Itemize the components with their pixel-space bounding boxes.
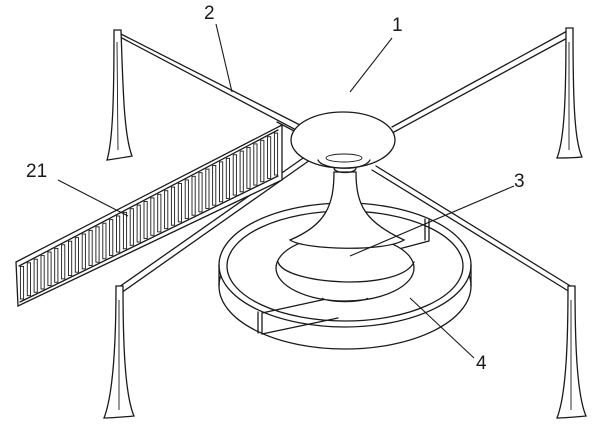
grille-slat xyxy=(40,255,45,290)
grille-slat xyxy=(184,179,189,219)
grille-slat xyxy=(136,204,141,243)
callout-2: 2 xyxy=(204,3,215,24)
grille-slat xyxy=(273,132,279,176)
callout-3: 3 xyxy=(514,171,525,192)
leader-2 xyxy=(215,23,233,93)
grille-slat xyxy=(129,208,134,246)
grille-slat xyxy=(267,136,272,179)
grille-slat xyxy=(198,172,203,213)
grille-slat xyxy=(109,219,114,256)
leader-4 xyxy=(409,297,475,359)
leader-lines xyxy=(57,23,515,359)
grille-slat xyxy=(205,168,210,209)
grille-slat xyxy=(74,237,79,273)
grille-slat xyxy=(253,143,258,186)
leg-bottom-right xyxy=(556,285,587,419)
grille-slat xyxy=(225,157,230,199)
grille-slat xyxy=(33,258,38,293)
cross-frame xyxy=(116,29,573,294)
grille-slat xyxy=(150,197,155,236)
grille-slat xyxy=(157,193,162,233)
grille-slat xyxy=(68,240,73,277)
grille-slat xyxy=(19,265,25,300)
grille-slat xyxy=(191,175,196,216)
top-cap xyxy=(290,111,396,174)
grille-slats xyxy=(19,132,279,300)
callout-4: 4 xyxy=(476,353,487,374)
grille-slat xyxy=(116,215,121,253)
leader-1 xyxy=(349,37,393,93)
grille-slat xyxy=(26,262,31,297)
grille-slat xyxy=(102,222,107,260)
grille-slat xyxy=(81,233,86,270)
grille-slat xyxy=(212,165,217,206)
leader-21 xyxy=(57,179,129,217)
callout-1: 1 xyxy=(392,15,403,36)
grille-slat xyxy=(47,251,52,287)
grille-slat xyxy=(54,247,59,283)
funnel-body xyxy=(275,171,415,303)
grille-panel xyxy=(15,123,283,308)
grille-slat xyxy=(164,190,169,230)
grille-slat xyxy=(239,150,244,193)
grille-slat xyxy=(61,244,66,280)
callout-21: 21 xyxy=(26,161,48,182)
grille-slat xyxy=(177,183,182,223)
grille-slat xyxy=(219,161,224,203)
grille-slat xyxy=(95,226,100,263)
support-legs xyxy=(103,27,587,419)
grille-slat xyxy=(260,139,265,183)
grille-slat xyxy=(170,186,176,226)
grille-slat xyxy=(143,201,148,240)
grille-slat xyxy=(88,229,93,266)
grille-slat xyxy=(122,211,128,250)
leg-top-right xyxy=(556,27,583,159)
leg-top-left xyxy=(106,29,133,161)
grille-slat xyxy=(232,154,237,196)
leader-3 xyxy=(349,185,515,257)
grille-slat xyxy=(246,147,251,189)
